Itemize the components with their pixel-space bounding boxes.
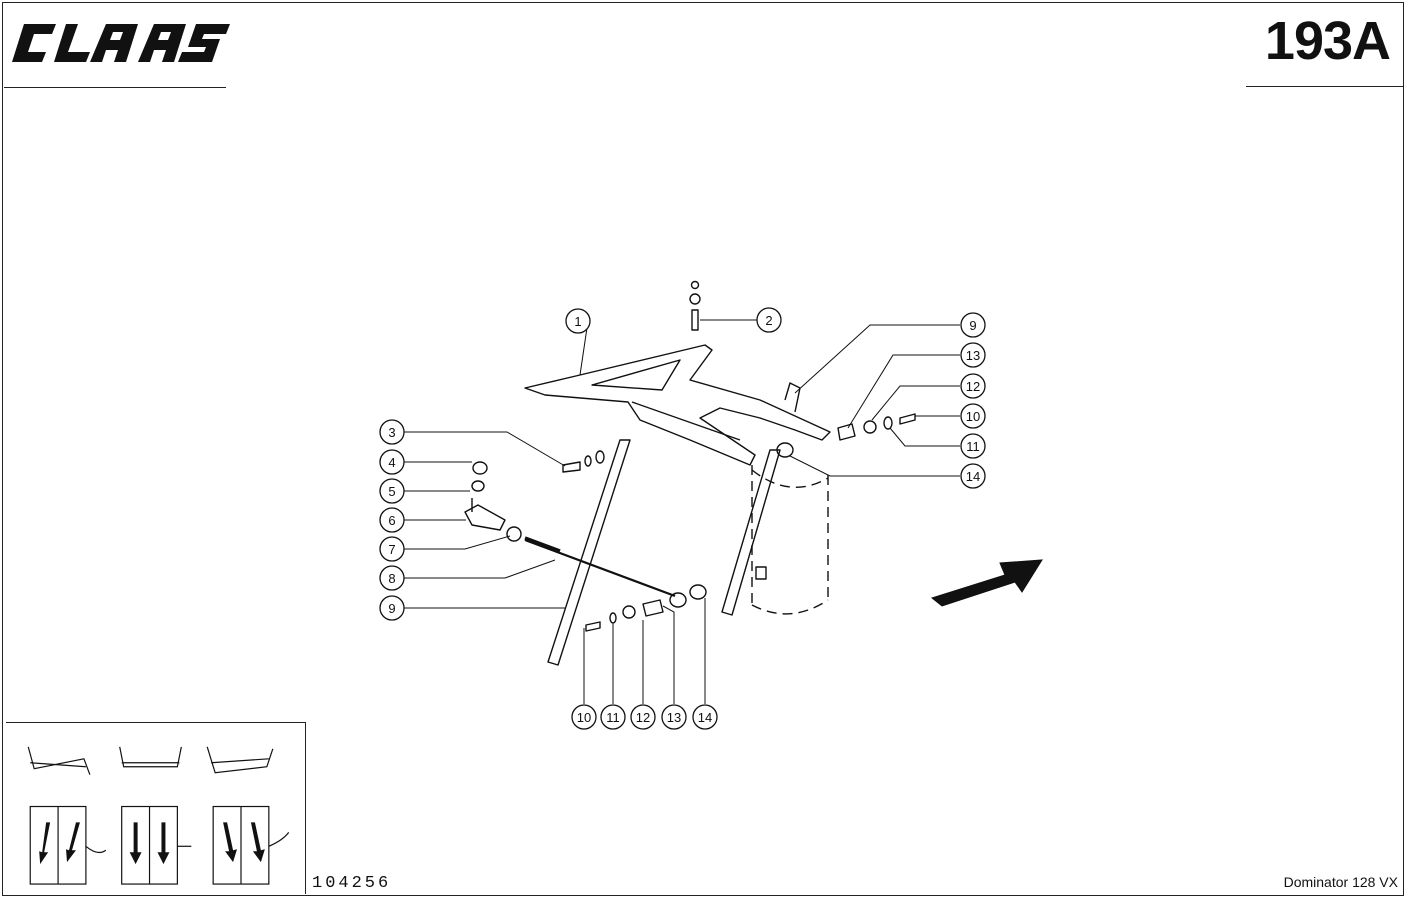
callout-2: 2 [765,313,772,328]
callout-6: 6 [388,513,395,528]
callout-12-right: 12 [966,379,980,394]
arrow-right-icon [930,559,1043,607]
callout-4: 4 [388,455,395,470]
header-rule-left [4,87,226,88]
model-name: Dominator 128 VX [1283,874,1398,890]
arrow-down-left-icon [39,822,51,865]
arrow-down-icon [129,822,142,865]
callout-13-bottom: 13 [667,710,681,725]
callout-3: 3 [388,425,395,440]
callout-1: 1 [574,314,581,329]
cylinder-outline [751,465,829,605]
profile-right [206,746,274,774]
arrow-down-right-icon [250,822,265,863]
callout-9-right: 9 [969,318,976,333]
arrow-down-icon [157,822,170,865]
arrow-down-left-icon [66,822,80,863]
profile-left [27,746,91,775]
callout-12-bottom: 12 [636,710,650,725]
claas-logo [12,24,230,62]
callout-9-left: 9 [388,601,395,616]
reference-number: 104256 [312,874,392,893]
callout-5: 5 [388,484,395,499]
ball-joint [464,504,506,531]
bracket-plate [524,344,831,466]
callout-11-bottom: 11 [606,710,620,725]
callout-14-right: 14 [966,469,980,484]
callout-10-right: 10 [966,409,980,424]
header-rule-right [1246,86,1404,87]
strut-right [721,449,781,616]
callout-10-bottom: 10 [577,710,591,725]
callout-13-right: 13 [966,348,980,363]
page-number: 193A [1264,11,1391,71]
profile-center [119,746,182,768]
callout-14-bottom: 14 [698,710,712,725]
bracket-cutout [591,359,681,391]
orientation-inset [6,722,306,894]
strut-left [547,439,631,666]
threaded-rod [524,538,676,598]
arrow-down-right-icon [223,822,238,863]
callout-8: 8 [388,571,395,586]
callout-7: 7 [388,542,395,557]
callout-11-right: 11 [966,439,980,454]
